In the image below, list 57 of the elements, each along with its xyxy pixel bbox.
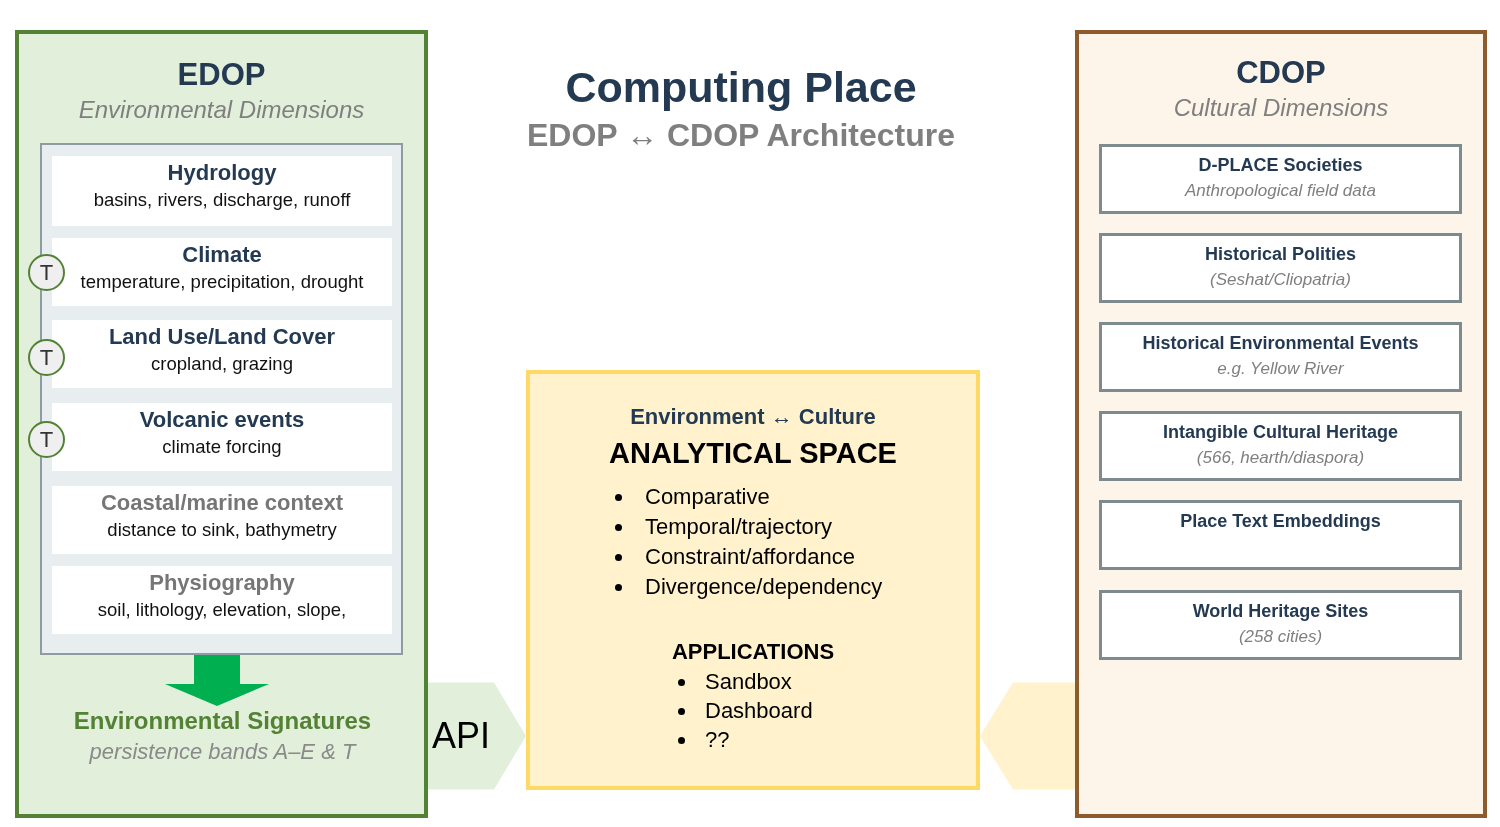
block-arrow (165, 655, 269, 706)
analysis-panel (526, 370, 980, 790)
card-text: climate forcing (162, 436, 282, 458)
card-text: e.g. Yellow River (1217, 358, 1344, 380)
card-text: distance to sink, bathymetry (107, 519, 337, 541)
card-text: soil, lithology, elevation, slope, (97, 599, 347, 621)
signature-title: Environmental Signatures (73, 706, 372, 736)
page-title: Computing Place (565, 62, 917, 112)
list-item: Sandbox (705, 669, 792, 694)
panel-title: EDOP (177, 57, 266, 93)
dimension-card (52, 320, 392, 388)
card-title: Climate (182, 241, 262, 268)
source-card (1099, 144, 1462, 214)
source-card (1099, 590, 1462, 660)
page-subtitle: EDOP ↔ CDOP Architecture (527, 116, 955, 154)
card-text: cropland, grazing (151, 353, 293, 375)
panel-title: CDOP (1236, 55, 1326, 91)
list-item: Temporal/trajectory (645, 514, 833, 539)
list-item: Constraint/affordance (645, 544, 855, 569)
block-arrow (428, 682, 526, 790)
dimension-card (52, 403, 392, 471)
card-title: Volcanic events (139, 406, 305, 433)
card-text: Anthropological field data (1185, 180, 1376, 202)
card-title: Land Use/Land Cover (108, 323, 336, 350)
list-item: Comparative (645, 484, 770, 509)
group-panel (40, 143, 403, 655)
card-text: basins, rivers, discharge, runoff (93, 189, 351, 211)
card-title: Coastal/marine context (100, 489, 344, 516)
source-card (1099, 411, 1462, 481)
card-title: Physiography (149, 569, 295, 596)
panel-subtitle: Cultural Dimensions (1173, 94, 1389, 122)
section-panel (1075, 30, 1487, 818)
signature-text: persistence bands A–E & T (89, 738, 356, 766)
panel-subtitle: Environment ↔ Culture (630, 404, 876, 430)
card-title: Historical Polities (1204, 243, 1357, 266)
card-text: (566, hearth/diaspora) (1196, 447, 1365, 469)
panel-title: ANALYTICAL SPACE (609, 436, 897, 471)
card-text: (258 cities) (1238, 626, 1323, 648)
block-arrow (980, 682, 1075, 790)
source-card (1099, 233, 1462, 303)
card-title: Hydrology (167, 159, 277, 186)
section-heading: APPLICATIONS (671, 638, 835, 666)
dimension-card (52, 238, 392, 306)
card-text: temperature, precipitation, drought (80, 271, 364, 293)
list-item: Dashboard (705, 698, 813, 723)
card-title: World Heritage Sites (1192, 600, 1369, 623)
section-panel (15, 30, 428, 818)
card-title: Historical Environmental Events (1142, 332, 1419, 355)
card-title: Place Text Embeddings (1180, 510, 1381, 533)
list-item: Divergence/dependency (645, 574, 883, 599)
card-text: (Seshat/Cliopatria) (1210, 269, 1351, 291)
source-card (1099, 500, 1462, 570)
card-title: Intangible Cultural Heritage (1163, 421, 1398, 444)
panel-subtitle: Environmental Dimensions (78, 96, 365, 124)
card-title: D-PLACE Societies (1198, 154, 1363, 177)
source-card (1099, 322, 1462, 392)
list-item: ?? (705, 727, 730, 752)
